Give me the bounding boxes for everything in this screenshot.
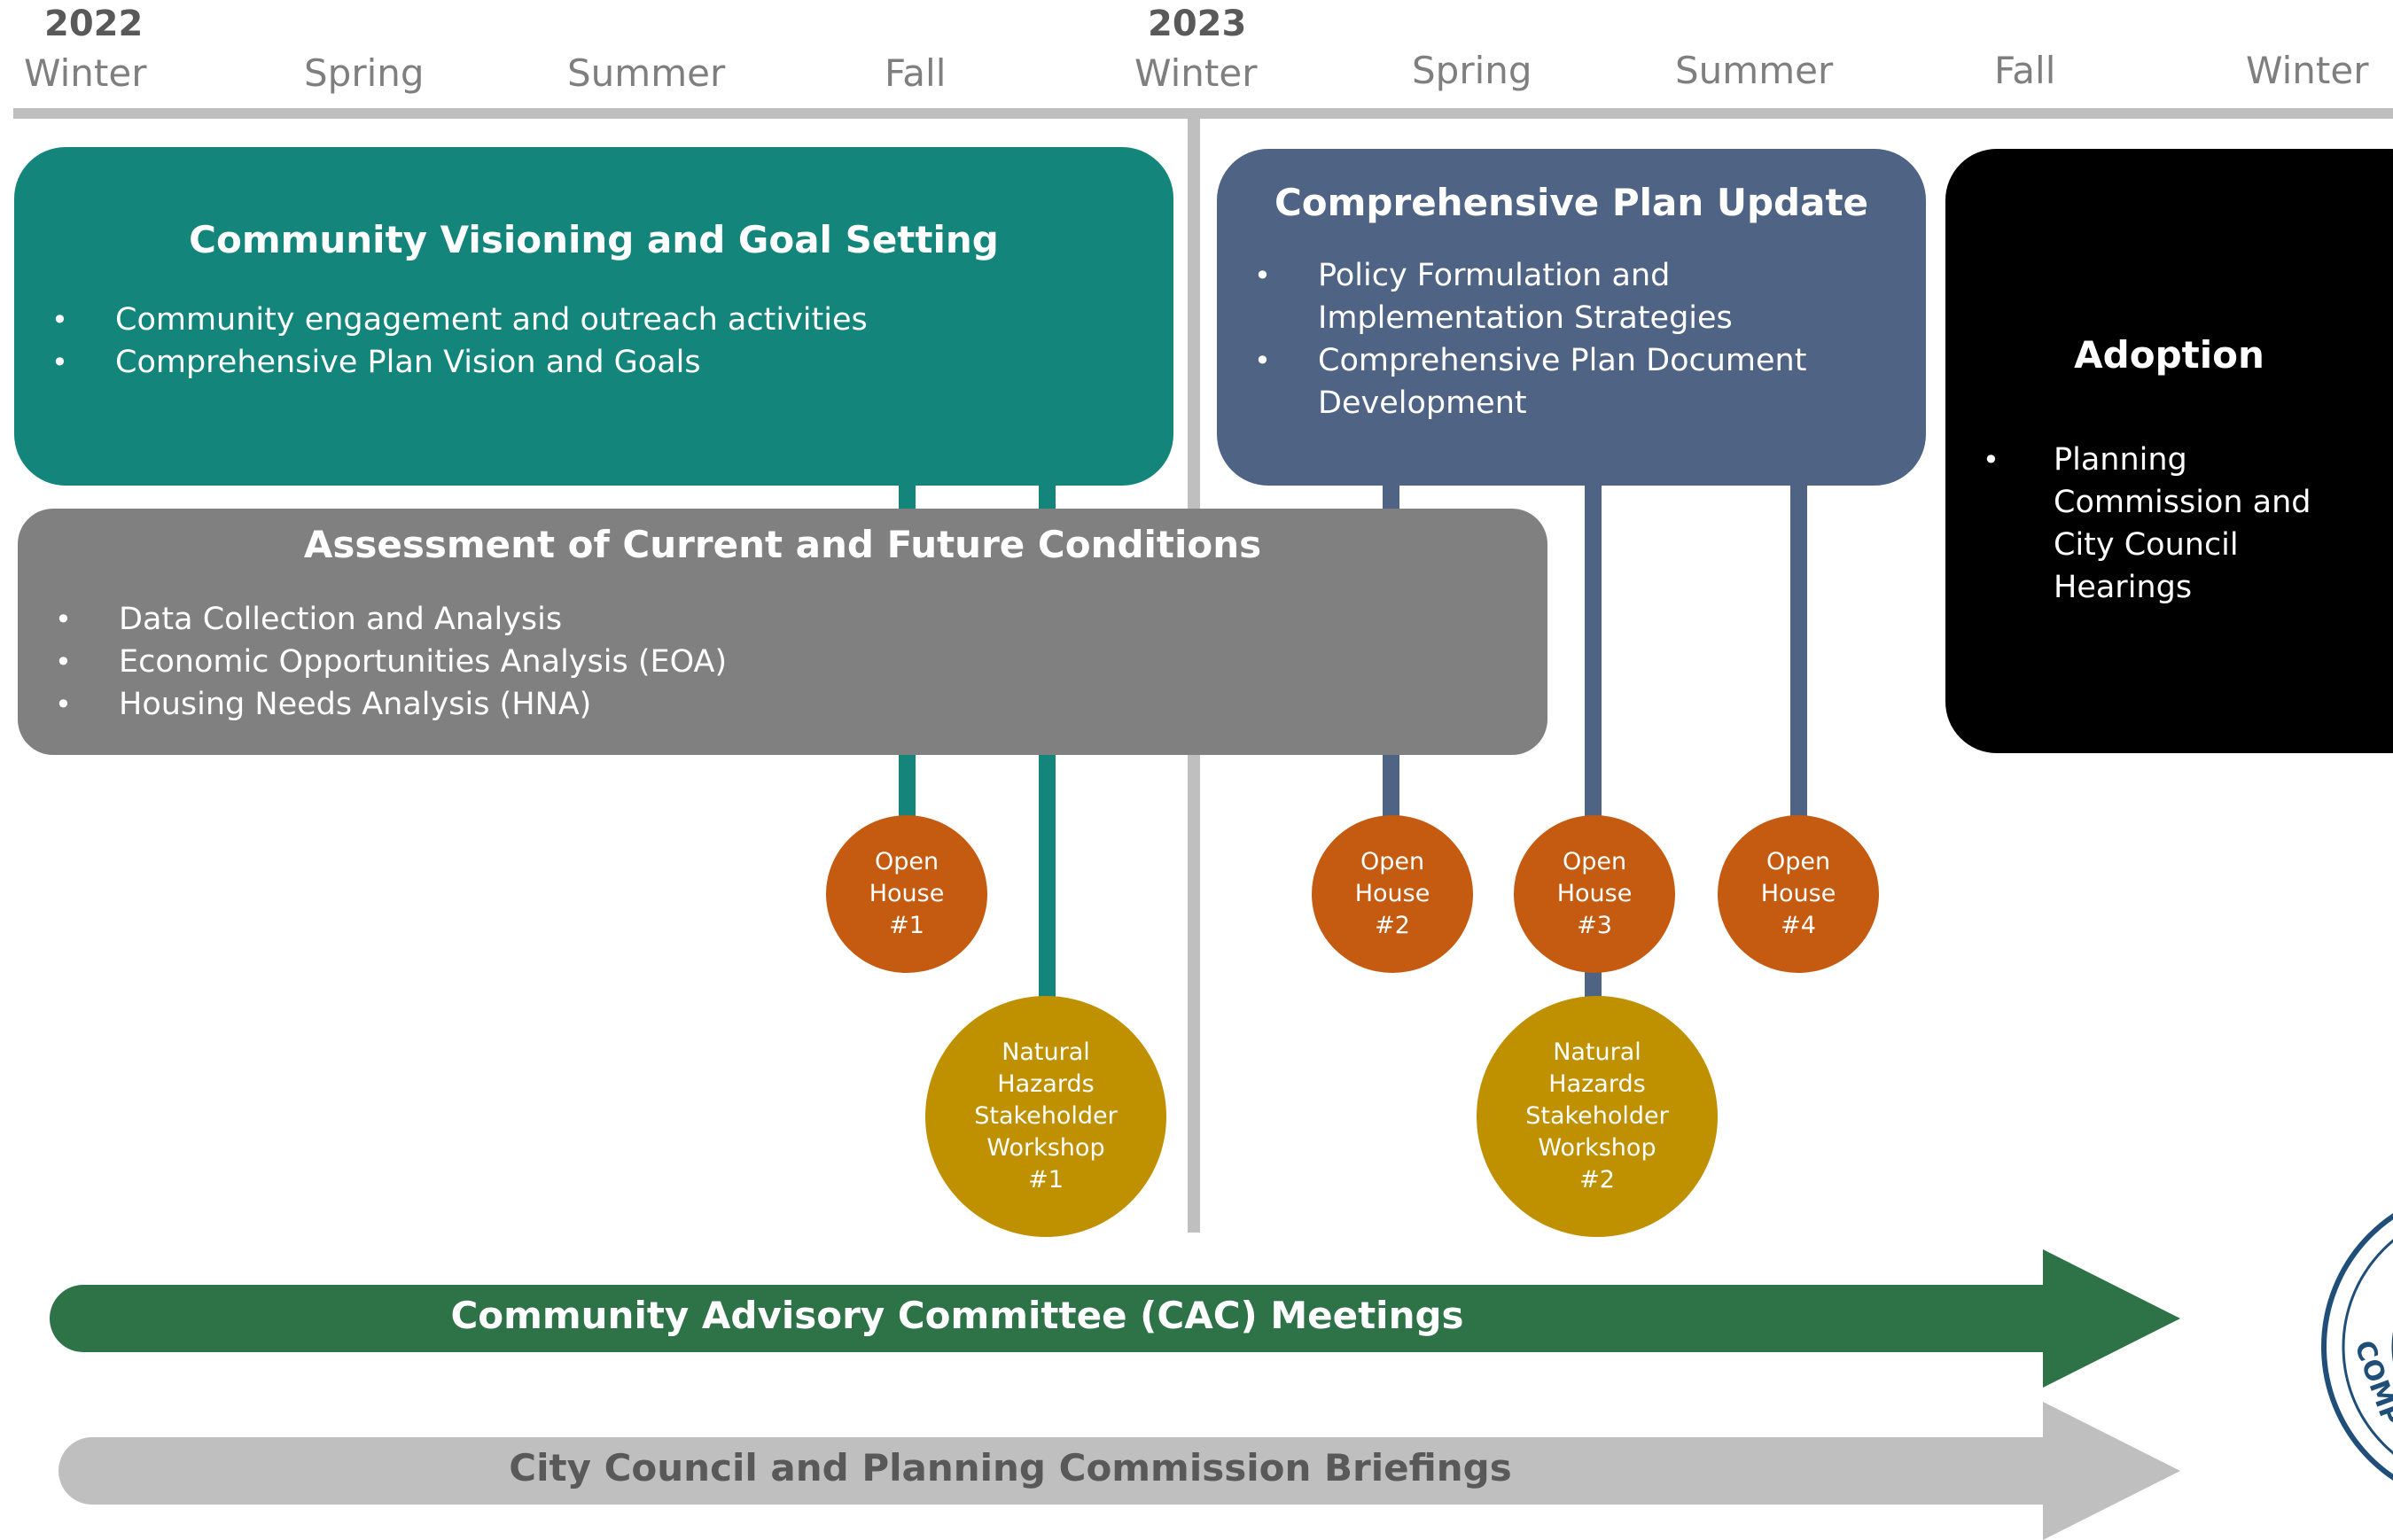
phase-assessment-bullet: Economic Opportunities Analysis (EOA) (18, 641, 1547, 683)
season-label-summer-2022: Summer (567, 51, 726, 95)
season-label-spring-2023: Spring (1412, 49, 1532, 92)
phase-visioning-bullet: Comprehensive Plan Vision and Goals (14, 341, 1173, 384)
phase-assessment-bullet: Housing Needs Analysis (HNA) (18, 683, 1547, 726)
phase-adoption-bullet: Planning Commission and City Council Hea… (1945, 439, 2371, 609)
cac-meetings-label: Community Advisory Committee (CAC) Meeti… (450, 1294, 1464, 1337)
connector-open-house-4 (1790, 478, 1807, 833)
open-house-4-circle: Open House #4 (1718, 815, 1879, 973)
open-house-3-circle: Open House #3 (1514, 815, 1675, 973)
ongoing-arrows-layer (50, 1249, 2180, 1540)
timeline-axis-line (13, 108, 2393, 119)
comprehensive-plan-seal: COMP (2321, 1213, 2393, 1481)
year-label-2022: 2022 (44, 4, 144, 44)
phase-assessment-bullet: Data Collection and Analysis (18, 598, 1547, 641)
natural-hazards-workshop-2-circle: Natural Hazards Stakeholder Workshop #2 (1477, 996, 1718, 1237)
phase-plan-update-bullet: Policy Formulation and Implementation St… (1217, 254, 1890, 339)
phase-plan-update-title: Comprehensive Plan Update (1274, 181, 1869, 224)
open-house-1-circle: Open House #1 (826, 815, 987, 973)
season-label-fall-2023: Fall (1994, 49, 2056, 92)
cac-meetings-arrow (50, 1249, 2180, 1388)
season-label-summer-2023: Summer (1675, 49, 1834, 92)
phase-visioning-box: Community Visioning and Goal Setting Com… (14, 147, 1173, 486)
natural-hazards-workshop-1-circle: Natural Hazards Stakeholder Workshop #1 (925, 996, 1166, 1237)
phase-plan-update-bullet: Comprehensive Plan Document Development (1217, 339, 1890, 424)
phase-visioning-title: Community Visioning and Goal Setting (189, 218, 999, 261)
season-label-winter-2024: Winter (2246, 49, 2369, 92)
phase-adoption-list: Planning Commission and City Council Hea… (1945, 439, 2371, 609)
season-label-spring-2022: Spring (304, 51, 425, 95)
season-label-fall-2022: Fall (885, 51, 947, 95)
briefings-arrow (58, 1402, 2180, 1540)
phase-assessment-list: Data Collection and Analysis Economic Op… (18, 598, 1547, 726)
phase-visioning-bullet: Community engagement and outreach activi… (14, 299, 1173, 341)
phase-plan-update-list: Policy Formulation and Implementation St… (1217, 254, 1926, 424)
phase-visioning-list: Community engagement and outreach activi… (14, 299, 1173, 384)
year-label-2023: 2023 (1148, 4, 1247, 44)
phase-adoption-title: Adoption (2074, 333, 2264, 377)
seal-lettering: COMP (2348, 1336, 2393, 1429)
phase-assessment-box: Assessment of Current and Future Conditi… (18, 509, 1547, 755)
season-label-winter-2022: Winter (24, 51, 147, 95)
briefings-label: City Council and Planning Commission Bri… (509, 1446, 1512, 1489)
phase-assessment-title: Assessment of Current and Future Conditi… (303, 523, 1262, 566)
open-house-2-circle: Open House #2 (1312, 815, 1473, 973)
phase-adoption-box: Adoption Planning Commission and City Co… (1945, 149, 2393, 753)
season-label-winter-2023: Winter (1134, 51, 1258, 95)
phase-plan-update-box: Comprehensive Plan Update Policy Formula… (1217, 149, 1926, 486)
